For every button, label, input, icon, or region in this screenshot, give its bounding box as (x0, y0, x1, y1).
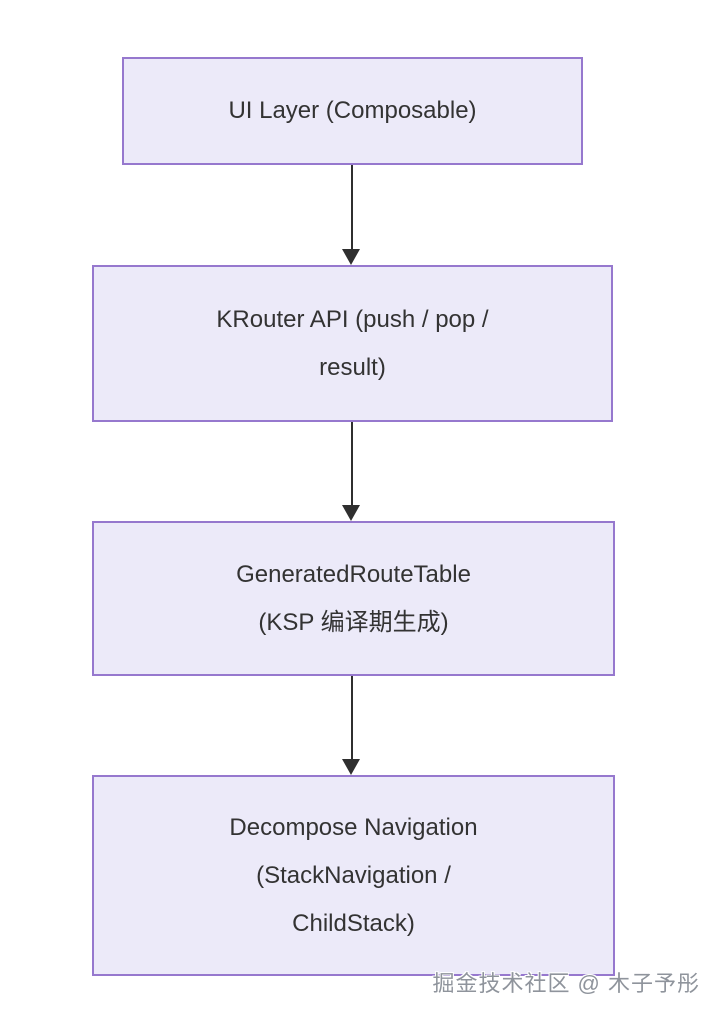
flowchart-node-generated-route-table: GeneratedRouteTable (KSP 编译期生成) (92, 521, 615, 676)
node-label-line: KRouter API (push / pop / (216, 305, 489, 333)
flowchart-node-krouter-api: KRouter API (push / pop / result) (92, 265, 613, 422)
node-label-line: UI Layer (Composable) (228, 97, 477, 124)
flowchart-node-ui-layer: UI Layer (Composable) (122, 57, 583, 165)
node-label-line: (StackNavigation / (256, 861, 451, 889)
flow-arrow-ui-to-krouter (342, 165, 361, 265)
flow-arrow-krouter-to-routetable (342, 422, 361, 521)
arrow-shaft (350, 422, 353, 509)
flow-arrow-routetable-to-decompose (342, 676, 361, 775)
flowchart-node-decompose-navigation: Decompose Navigation (StackNavigation / … (92, 775, 615, 976)
watermark-text: 掘金技术社区 @ 木子予彤 (432, 971, 700, 996)
arrow-shaft (350, 165, 353, 253)
node-label-line: result) (319, 353, 386, 381)
node-label-line: ChildStack) (292, 909, 415, 937)
arrow-head-down-icon (342, 759, 360, 775)
node-label-line: Decompose Navigation (229, 813, 478, 841)
arrow-head-down-icon (342, 505, 360, 521)
arrow-shaft (350, 676, 353, 763)
node-label-line: (KSP 编译期生成) (258, 608, 449, 636)
node-label-line: GeneratedRouteTable (236, 560, 471, 588)
arrow-head-down-icon (342, 249, 360, 265)
